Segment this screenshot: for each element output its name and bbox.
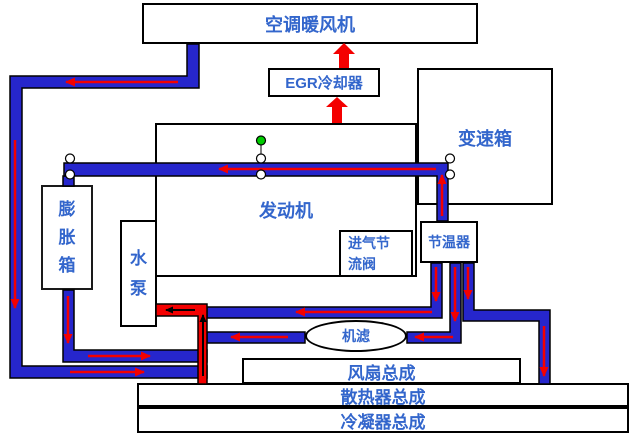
thermostat-label: 节温器	[428, 234, 470, 250]
pump-suction-pipe[interactable]	[155, 303, 208, 385]
hvac-heater-box[interactable]: 空调暖风机	[142, 3, 478, 44]
resize-handle-top-right[interactable]	[444, 153, 456, 164]
intake-throttle-box[interactable]: 进气节流阀	[339, 230, 413, 277]
egr-cooler-box[interactable]: EGR冷却器	[268, 68, 380, 97]
oil-filter-label: 机滤	[342, 328, 370, 344]
resize-handle-top-left[interactable]	[64, 153, 76, 164]
condenser-assembly-label: 冷凝器总成	[340, 412, 426, 432]
engine-to-egr-arrow[interactable]	[326, 97, 348, 123]
engine-label: 发动机	[259, 201, 313, 221]
radiator-assembly-label: 散热器总成	[340, 387, 426, 407]
condenser-assembly-box[interactable]: 冷凝器总成	[137, 407, 629, 433]
expansion-tank-label: 膨胀箱	[58, 199, 76, 275]
egr-cooler-label: EGR冷却器	[285, 75, 363, 92]
thermostat-box[interactable]: 节温器	[420, 221, 478, 263]
engine-inlet-pipe[interactable]	[206, 262, 443, 319]
heater-return-pipe[interactable]	[63, 162, 449, 222]
fan-assembly-label: 风扇总成	[347, 363, 416, 383]
intake-throttle-label: 进气节流阀	[348, 234, 390, 272]
rotate-handle[interactable]	[255, 135, 267, 146]
resize-handle-top-mid[interactable]	[255, 153, 267, 164]
heater-outlet-pipe[interactable]	[9, 43, 208, 379]
egr-to-heater-arrow[interactable]	[333, 43, 355, 68]
resize-handle-bottom-mid[interactable]	[255, 169, 267, 180]
gearbox-label: 变速箱	[458, 129, 512, 149]
water-pump-label: 水泵	[130, 248, 147, 298]
resize-handle-bottom-left[interactable]	[64, 169, 76, 180]
radiator-assembly-box[interactable]: 散热器总成	[137, 383, 629, 407]
radiator-feed-pipe[interactable]	[462, 262, 551, 385]
expansion-drain-pipe[interactable]	[62, 289, 208, 363]
resize-handle-bottom-right[interactable]	[444, 169, 456, 180]
hvac-heater-label: 空调暖风机	[265, 14, 355, 35]
water-pump-box[interactable]: 水泵	[120, 220, 157, 327]
oil-filter-ellipse[interactable]: 机滤	[305, 320, 407, 352]
expansion-tank-box[interactable]: 膨胀箱	[41, 185, 93, 290]
